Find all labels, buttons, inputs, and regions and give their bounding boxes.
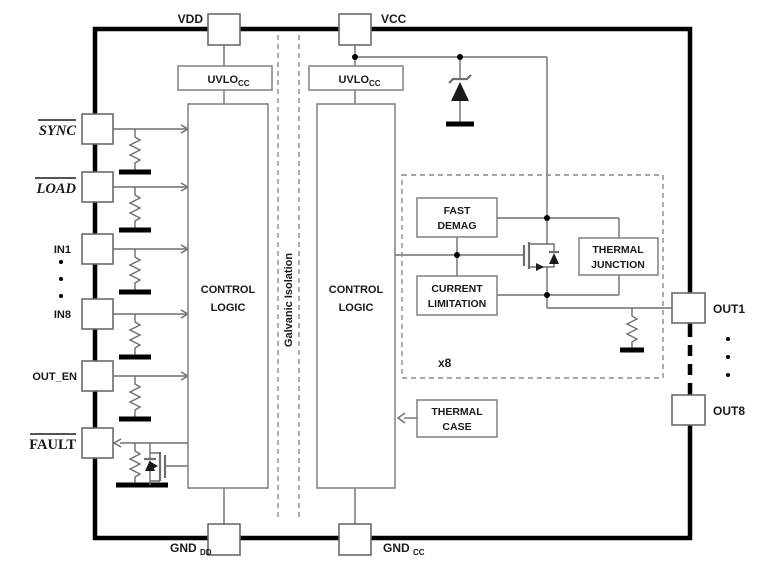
gnd-dd-subscript: DD [200,548,212,557]
resistor [128,187,142,230]
svg-text:DEMAG: DEMAG [437,220,476,232]
uvlo-right-label: UVLO [338,74,369,86]
svg-text:THERMAL: THERMAL [431,406,483,418]
out8-label: OUT8 [713,404,745,418]
vdd-label: VDD [178,12,204,26]
pin-gnd-cc [338,523,372,556]
uvlo-left-label: UVLO [207,74,238,86]
svg-text:LIMITATION: LIMITATION [428,298,487,310]
svg-text:CASE: CASE [442,421,471,433]
svg-text:LOGIC: LOGIC [339,302,374,314]
current-limitation-block: CURRENT LIMITATION [416,275,498,316]
pin-vdd [207,13,241,46]
uvlo-left-subscript: CC [238,79,250,88]
resistor [128,249,142,292]
sync-label: SYNC [39,123,76,139]
pin-in8 [81,298,114,330]
out-ellipsis-dots [726,337,730,377]
pin-vcc [338,13,372,46]
gnd-dd-label: GND [170,541,197,555]
pin-gnd-dd [207,523,241,556]
pin-fault [81,427,114,459]
load-label: LOAD [36,181,77,197]
pin-out-en [81,360,114,392]
uvlo-left-block: UVLO CC [177,65,273,91]
svg-text:CONTROL: CONTROL [329,284,384,296]
power-mosfet-icon [522,242,559,271]
fault-label: FAULT [29,437,76,453]
pulldown-resistors [128,129,639,485]
x8-label: x8 [438,356,452,370]
resistor [128,376,142,419]
junction-dots [352,54,550,298]
svg-text:THERMAL: THERMAL [592,244,644,256]
pin-out1 [671,292,706,324]
chip-border [92,26,693,541]
out-en-label: OUT_EN [32,371,77,383]
resistor [128,129,142,172]
ground-symbols [116,121,644,488]
svg-text:JUNCTION: JUNCTION [591,259,645,271]
thermal-junction-block: THERMAL JUNCTION [578,237,659,276]
svg-text:LOGIC: LOGIC [211,302,246,314]
galvanic-isolation-label: Galvanic Isolation [283,253,295,347]
in-ellipsis-dots [59,260,63,298]
vcc-label: VCC [381,12,407,26]
galvanic-isolation-barrier: Galvanic Isolation [277,35,300,519]
uvlo-right-block: UVLO CC [308,65,404,91]
svg-text:CURRENT: CURRENT [431,283,483,295]
pin-sync [81,113,114,145]
resistor [625,308,639,350]
fast-demag-block: FAST DEMAG [416,197,498,238]
control-logic-left-block: CONTROL LOGIC [187,103,269,489]
svg-text:CONTROL: CONTROL [201,284,256,296]
x8-cell-boundary [401,174,664,379]
uvlo-right-subscript: CC [369,79,381,88]
control-logic-right-block: CONTROL LOGIC [316,103,396,489]
thermal-case-block: THERMAL CASE [416,399,498,438]
in1-label: IN1 [54,244,71,256]
gnd-cc-label: GND [383,541,410,555]
pin-in1 [81,233,114,265]
in8-label: IN8 [54,309,71,321]
pin-load [81,171,114,203]
pin-out8 [671,394,706,426]
out1-label: OUT1 [713,302,745,316]
pins [81,13,706,556]
svg-text:FAST: FAST [444,205,471,217]
gnd-cc-subscript: CC [413,548,425,557]
resistor [128,314,142,357]
fault-mosfet-icon [144,443,167,485]
zener-diode-icon [448,74,472,101]
pin-labels: VDD VCC SYNC LOAD IN1 IN8 OUT_EN FAULT O… [29,12,745,557]
resistor [128,443,142,485]
